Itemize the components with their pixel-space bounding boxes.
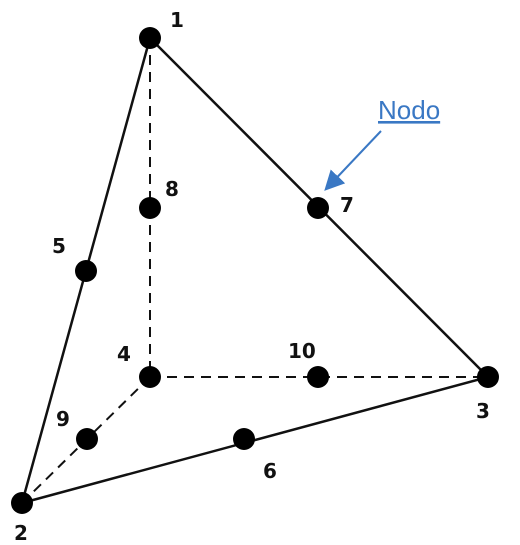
node-label-8: 8 [165,177,179,201]
node-label-4: 4 [117,342,131,366]
node-2 [11,492,33,514]
node-8 [139,197,161,219]
node-label-6: 6 [263,459,277,483]
node-1 [139,27,161,49]
callout-label: Nodo [378,95,440,125]
node-label-5: 5 [52,234,66,258]
node-label-10: 10 [288,339,316,363]
callout-arrow [324,130,382,191]
node-label-2: 2 [14,521,28,545]
node-7 [307,197,329,219]
node-10 [307,366,329,388]
node-9 [76,428,98,450]
node-5 [75,260,97,282]
node-labels-layer: 1 2 3 4 5 6 7 8 9 10 [14,8,490,545]
node-label-9: 9 [56,407,70,431]
node-3 [477,366,499,388]
edge-2-3 [21,375,489,505]
node-label-1: 1 [170,8,184,32]
node-4 [139,366,161,388]
node-label-7: 7 [340,193,354,217]
callout: Nodo [324,95,440,191]
nodes-layer [11,27,499,514]
node-6 [233,428,255,450]
node-label-3: 3 [476,399,490,423]
